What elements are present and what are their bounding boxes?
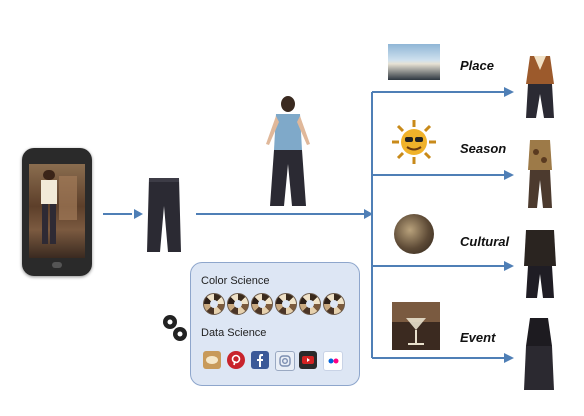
pinterest-icon: [227, 351, 245, 369]
outfit-season-image: [528, 140, 552, 208]
phone-image: [22, 148, 92, 276]
color-wheel-icon: [251, 293, 273, 315]
label-cultural: Cultural: [460, 234, 510, 249]
person-image: [266, 96, 310, 206]
outfit-place-image: [526, 56, 554, 118]
science-panel: Color Science Data Science: [190, 262, 360, 386]
place-thumbnail: [388, 44, 440, 80]
arrowhead-cultural: [504, 261, 514, 271]
event-thumbnail: [392, 302, 440, 350]
color-wheel-icon: [227, 293, 249, 315]
phone-screen: [29, 164, 85, 258]
color-wheel-icon: [275, 293, 297, 315]
flickr-icon: [323, 351, 343, 371]
data-science-title: Data Science: [201, 327, 267, 339]
label-season: Season: [460, 141, 507, 156]
color-science-title: Color Science: [201, 275, 270, 287]
phone-home-button: [52, 262, 62, 268]
label-event: Event: [460, 330, 496, 345]
youtube-icon: [299, 351, 317, 369]
gears-icon: [163, 315, 187, 341]
instagram-icon: [275, 351, 295, 371]
arrowhead-jeans: [134, 209, 143, 219]
cultural-thumbnail: [394, 214, 434, 254]
color-wheel-icon: [203, 293, 225, 315]
arrowhead-branch: [364, 209, 373, 219]
arrowhead-event: [504, 353, 514, 363]
arrowhead-season: [504, 170, 514, 180]
sun-icon: [392, 120, 436, 164]
color-wheel-icon: [299, 293, 321, 315]
label-place: Place: [460, 58, 494, 73]
outfit-cultural-image: [524, 230, 556, 298]
jeans-image: [147, 178, 181, 252]
food-icon: [203, 351, 221, 369]
facebook-icon: [251, 351, 269, 369]
arrowhead-place: [504, 87, 514, 97]
outfit-event-image: [524, 318, 554, 390]
color-wheel-icon: [323, 293, 345, 315]
